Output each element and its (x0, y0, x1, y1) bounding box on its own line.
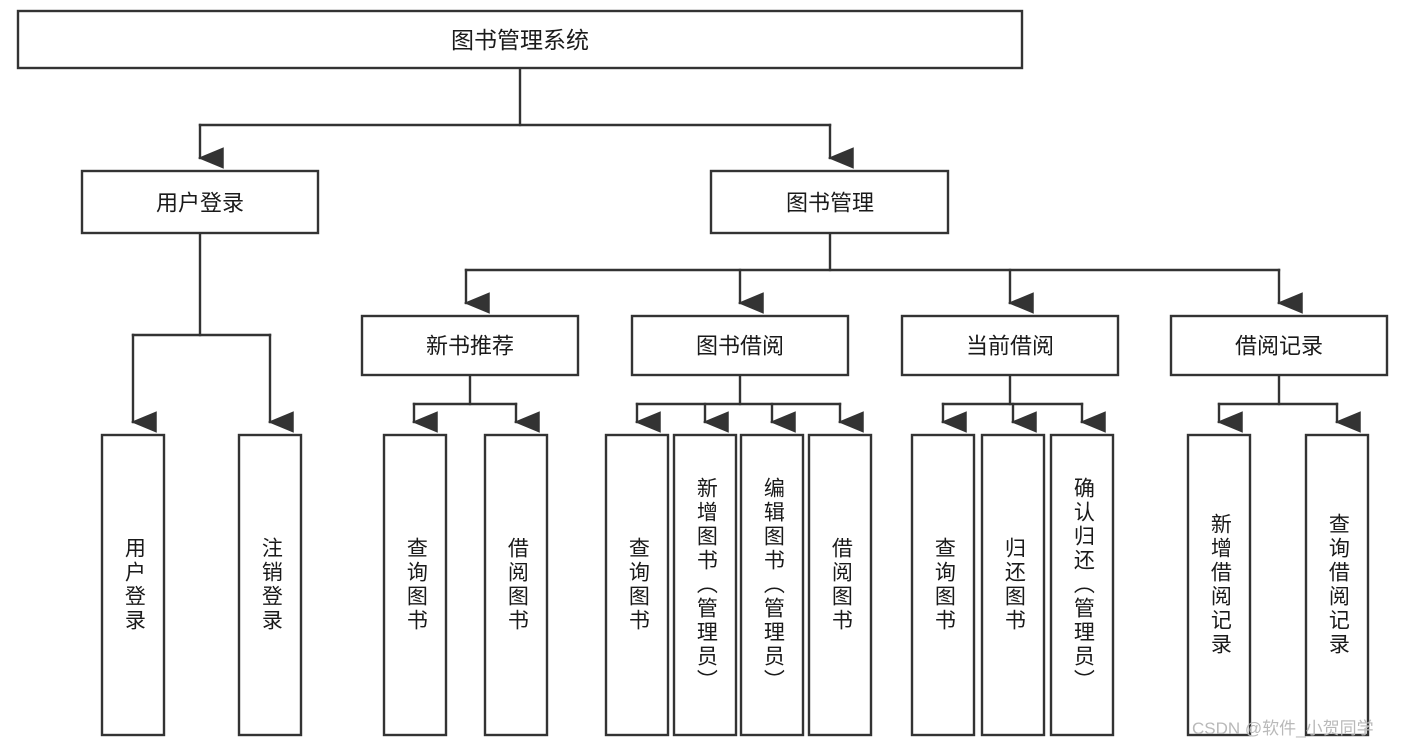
node-leaf-borrow-book-1-box[interactable] (483, 433, 549, 737)
node-book-borrow-box[interactable] (630, 314, 850, 377)
node-current-borrow-label: 当前借阅 (966, 334, 1054, 359)
node-leaf-query-book-3-box[interactable] (910, 433, 976, 737)
node-leaf-add-record-box[interactable] (1186, 433, 1252, 737)
node-user-login-label: 用户登录 (156, 191, 244, 216)
node-current-borrow-box[interactable] (900, 314, 1120, 377)
node-book-borrow[interactable]: 图书借阅 (630, 314, 850, 377)
node-book-borrow-label: 图书借阅 (696, 334, 784, 359)
node-leaf-add-book-box[interactable] (672, 433, 738, 737)
node-leaf-query-record-box[interactable] (1304, 433, 1370, 737)
node-current-borrow[interactable]: 当前借阅 (900, 314, 1120, 377)
node-leaf-query-book-2-box[interactable] (604, 433, 670, 737)
node-leaf-edit-book-box[interactable] (739, 433, 805, 737)
node-leaf-user-login-box[interactable] (100, 433, 166, 737)
node-book-manage[interactable]: 图书管理 (709, 169, 950, 235)
node-root-label: 图书管理系统 (451, 27, 589, 53)
node-root[interactable]: 图书管理系统 (16, 9, 1024, 70)
node-leaf-borrow-book-2-box[interactable] (807, 433, 873, 737)
node-user-login-box[interactable] (80, 169, 320, 235)
node-new-book-recommend[interactable]: 新书推荐 (360, 314, 580, 377)
node-book-manage-label: 图书管理 (786, 191, 874, 216)
node-borrow-record-label: 借阅记录 (1235, 334, 1323, 359)
node-new-book-recommend-label: 新书推荐 (426, 334, 514, 359)
leaf-box-layer[interactable] (100, 433, 1370, 737)
node-book-manage-box[interactable] (709, 169, 950, 235)
node-root-box[interactable] (16, 9, 1024, 70)
node-leaf-return-book-box[interactable] (980, 433, 1046, 737)
node-borrow-record[interactable]: 借阅记录 (1169, 314, 1389, 377)
node-user-login[interactable]: 用户登录 (80, 169, 320, 235)
connector-layer (130, 66, 1361, 433)
node-leaf-query-book-1-box[interactable] (382, 433, 448, 737)
node-new-book-recommend-box[interactable] (360, 314, 580, 377)
node-leaf-confirm-return-box[interactable] (1049, 433, 1115, 737)
node-borrow-record-box[interactable] (1169, 314, 1389, 377)
node-leaf-logout-box[interactable] (237, 433, 303, 737)
